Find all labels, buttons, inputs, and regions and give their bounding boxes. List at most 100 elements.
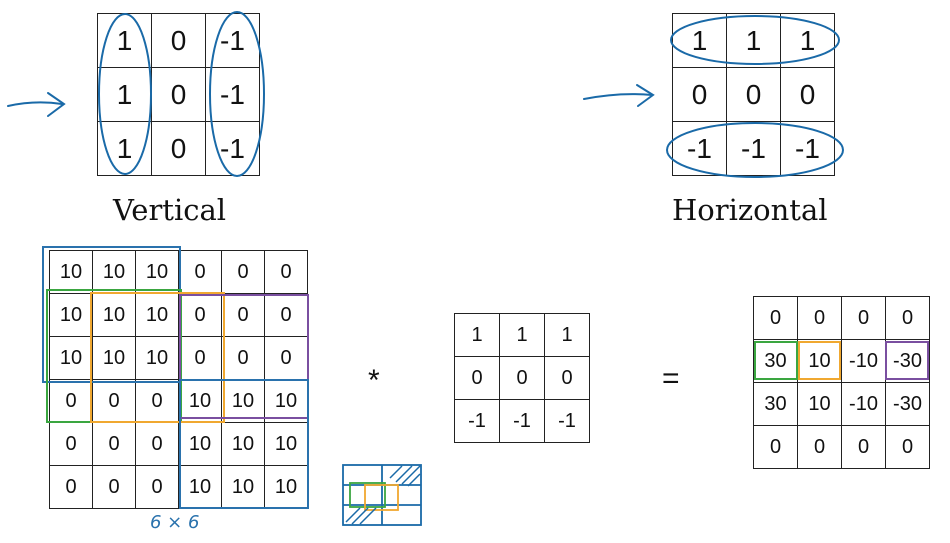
horizontal-filter-cell: -1	[780, 121, 835, 176]
input-image-cell: 0	[135, 379, 179, 423]
output-cell: -10	[841, 382, 886, 426]
conv-filter-cell: 0	[499, 356, 545, 400]
input-image-cell: 10	[178, 465, 222, 509]
output-cell: 30	[753, 339, 798, 383]
vertical-filter-cell: 1	[97, 13, 152, 68]
horizontal-filter-cell: -1	[672, 121, 727, 176]
output-cell: 10	[797, 382, 842, 426]
conv-filter-row: -1-1-1	[454, 399, 590, 443]
input-image-cell: 10	[92, 293, 136, 337]
input-image-cell: 10	[92, 250, 136, 294]
input-image-cell: 0	[178, 250, 222, 294]
input-image-cell: 10	[221, 465, 265, 509]
horizontal-filter-row: -1-1-1	[672, 121, 835, 176]
vertical-caption: Vertical	[113, 193, 227, 227]
input-image-cell: 10	[178, 379, 222, 423]
conv-filter-cell: 1	[544, 313, 590, 357]
input-image-cell: 0	[178, 336, 222, 380]
horizontal-filter-cell: -1	[726, 121, 781, 176]
mini-image-sketch	[342, 464, 422, 526]
input-image-cell: 0	[92, 379, 136, 423]
output-cell: -30	[885, 339, 930, 383]
output-cell: -10	[841, 339, 886, 383]
horizontal-caption: Horizontal	[672, 193, 828, 227]
vertical-filter-cell: -1	[205, 13, 260, 68]
conv-filter-cell: -1	[499, 399, 545, 443]
horizontal-filter-cell: 0	[672, 67, 727, 122]
input-image-cell: 0	[178, 293, 222, 337]
output-cell: 0	[885, 296, 930, 340]
conv-filter-cell: -1	[544, 399, 590, 443]
arrow-icon	[7, 92, 66, 117]
input-image-cell: 0	[264, 293, 308, 337]
output-cell: 0	[885, 425, 930, 469]
input-image-cell: 10	[135, 336, 179, 380]
vertical-filter-cell: -1	[205, 121, 260, 176]
input-image-cell: 10	[178, 422, 222, 466]
output-cell: 0	[797, 296, 842, 340]
input-image-cell: 10	[264, 379, 308, 423]
horizontal-filter-cell: 0	[726, 67, 781, 122]
input-image-cell: 10	[49, 250, 93, 294]
arrow-icon	[583, 84, 655, 107]
output-cell: 0	[753, 425, 798, 469]
output-cell: 0	[841, 425, 886, 469]
vertical-filter-cell: 1	[97, 121, 152, 176]
convolution-operator: *	[368, 364, 380, 397]
input-image-cell: 0	[264, 336, 308, 380]
input-image-cell: 0	[221, 336, 265, 380]
input-image-cell: 0	[221, 293, 265, 337]
output-cell: -30	[885, 382, 930, 426]
input-size-note: 6 × 6	[150, 512, 200, 533]
conv-filter-cell: 1	[499, 313, 545, 357]
input-image-cell: 0	[49, 379, 93, 423]
input-image-cell: 0	[49, 465, 93, 509]
vertical-filter-cell: -1	[205, 67, 260, 122]
conv-filter-cell: 1	[454, 313, 500, 357]
input-image-cell: 0	[135, 422, 179, 466]
input-image-cell: 10	[221, 379, 265, 423]
horizontal-filter-cell: 1	[726, 13, 781, 68]
vertical-filter-cell: 0	[151, 67, 206, 122]
horizontal-filter-cell: 1	[672, 13, 727, 68]
equals-operator: =	[662, 362, 680, 395]
conv-filter-cell: 0	[454, 356, 500, 400]
input-image-cell: 0	[92, 422, 136, 466]
input-image-cell: 10	[264, 465, 308, 509]
input-image-cell: 0	[221, 250, 265, 294]
output-cell: 0	[841, 296, 886, 340]
output-cell: 0	[753, 296, 798, 340]
vertical-filter-cell: 1	[97, 67, 152, 122]
input-image-cell: 10	[49, 336, 93, 380]
conv-filter-cell: 0	[544, 356, 590, 400]
input-image-cell: 10	[264, 422, 308, 466]
vertical-filter-cell: 0	[151, 13, 206, 68]
input-image-cell: 10	[135, 293, 179, 337]
output-cell: 0	[797, 425, 842, 469]
input-image-cell: 10	[135, 250, 179, 294]
input-image-cell: 10	[49, 293, 93, 337]
horizontal-filter-cell: 0	[780, 67, 835, 122]
output-cell: 30	[753, 382, 798, 426]
input-image-cell: 10	[92, 336, 136, 380]
